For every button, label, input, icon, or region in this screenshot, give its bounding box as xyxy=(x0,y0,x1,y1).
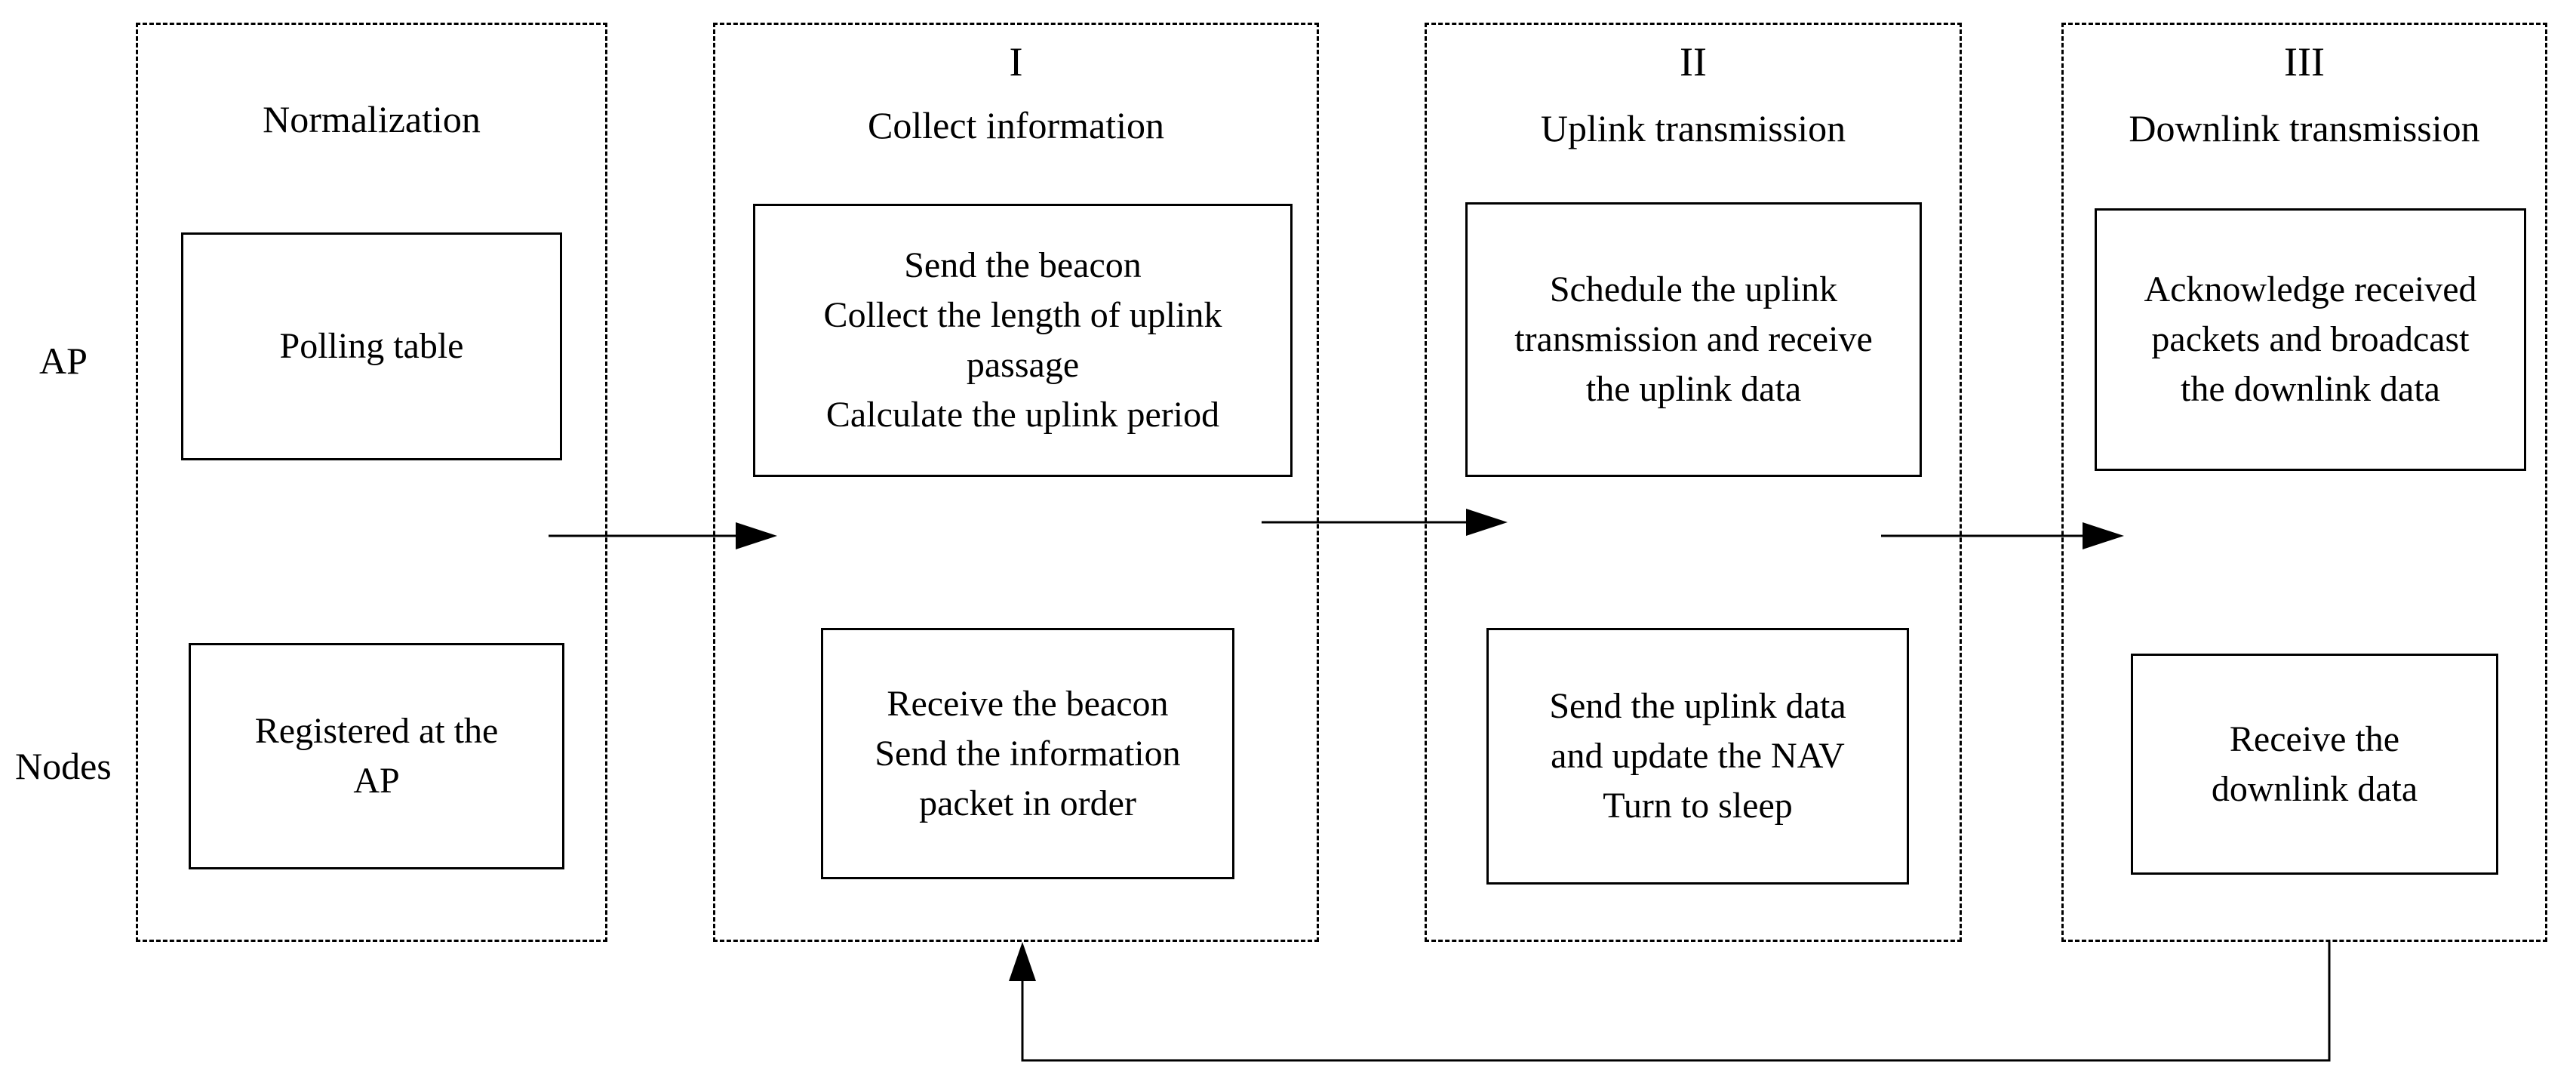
row-label-ap: AP xyxy=(39,340,88,382)
arrow-collect-to-uplink xyxy=(1262,509,1508,536)
collect-ap-box: Send the beacon Collect the length of up… xyxy=(753,204,1293,477)
normalization-node-text: Registered at the AP xyxy=(254,711,499,801)
phase-numeral-3: III xyxy=(2284,39,2325,85)
uplink-node-box: Send the uplink data and update the NAV … xyxy=(1486,628,1909,885)
phase-collect-information xyxy=(713,23,1319,942)
normalization-ap-text: Polling table xyxy=(279,326,464,366)
collect-ap-text: Send the beacon Collect the length of up… xyxy=(823,245,1222,435)
phase-title-normalization: Normalization xyxy=(263,98,481,140)
collect-node-text: Receive the beacon Send the information … xyxy=(875,683,1181,823)
phase-downlink-transmission xyxy=(2061,23,2547,942)
phase-numeral-1: I xyxy=(1009,39,1023,85)
uplink-node-text: Send the uplink data and update the NAV … xyxy=(1549,686,1846,826)
uplink-ap-text: Schedule the uplink transmission and rec… xyxy=(1514,269,1873,409)
phase-title-uplink-transmission: Uplink transmission xyxy=(1540,107,1846,149)
arrow-normalization-to-collect xyxy=(549,522,777,549)
phase-numeral-2: II xyxy=(1680,39,1707,85)
arrow-uplink-to-downlink xyxy=(1881,522,2124,549)
phase-title-collect-information: Collect information xyxy=(868,104,1164,146)
collect-node-box: Receive the beacon Send the information … xyxy=(821,628,1234,879)
downlink-ap-box: Acknowledge received packets and broadca… xyxy=(2095,208,2526,471)
downlink-node-box: Receive the downlink data xyxy=(2131,654,2498,875)
phase-title-downlink-transmission: Downlink transmission xyxy=(2129,107,2480,149)
downlink-ap-text: Acknowledge received packets and broadca… xyxy=(2144,269,2477,409)
downlink-node-text: Receive the downlink data xyxy=(2211,718,2418,809)
uplink-ap-box: Schedule the uplink transmission and rec… xyxy=(1465,202,1922,477)
normalization-ap-box: Polling table xyxy=(181,232,562,460)
normalization-node-box: Registered at the AP xyxy=(189,643,564,869)
arrow-loop-back xyxy=(1009,942,2331,1062)
phase-normalization xyxy=(136,23,607,942)
row-label-nodes: Nodes xyxy=(15,745,112,787)
phase-uplink-transmission xyxy=(1425,23,1962,942)
